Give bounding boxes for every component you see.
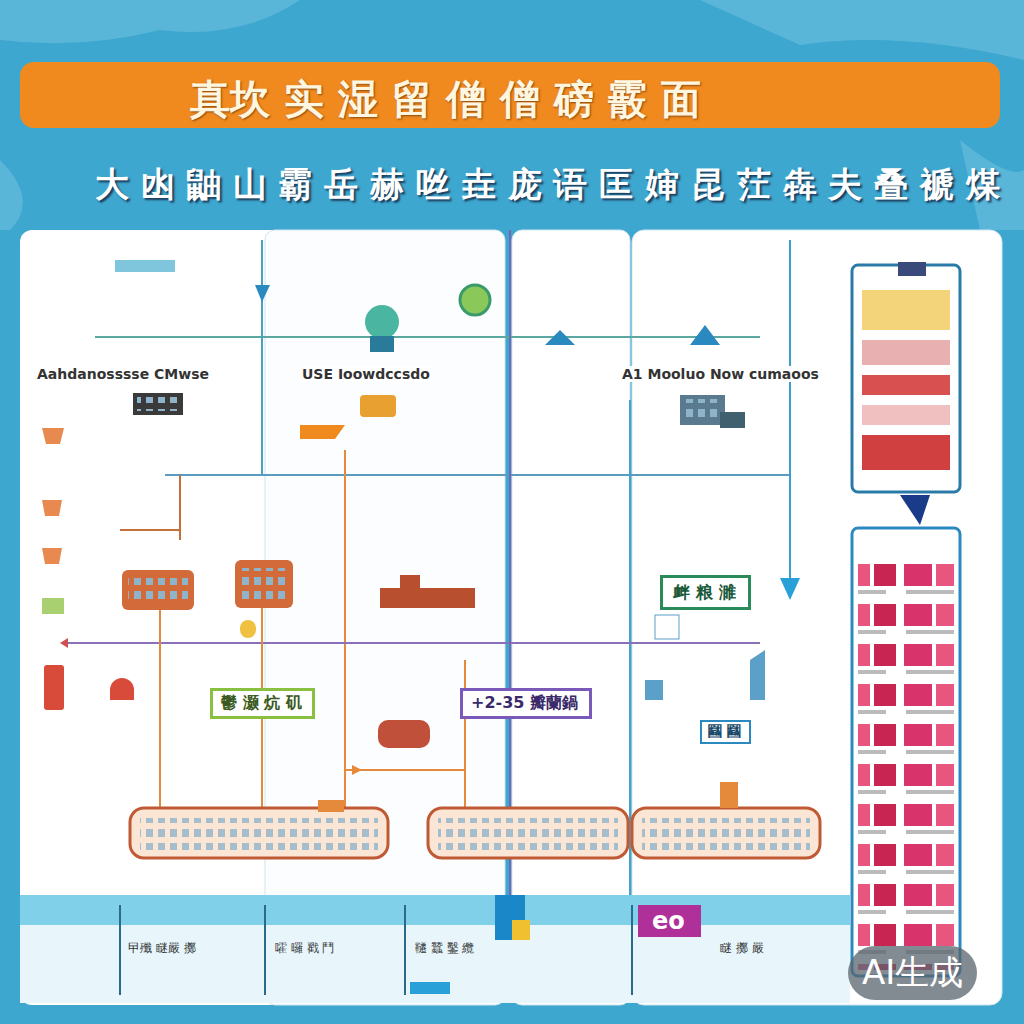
subtitle-text: 大 凼 鼬 山 霸 岳 赫 咝 垚 庞 语 匡 婶 昆 茳 犇 夫 叠 褫 煤	[95, 162, 1000, 208]
label-text: 嚯 曪 戳 鬥	[275, 940, 334, 957]
title-text: 真坎 实 湿 留 僧 僧 磅 霰 面	[190, 72, 701, 127]
node-text: 鬱 灏 炕 矶	[221, 693, 304, 714]
node-text: 衅 粮 濉	[673, 581, 738, 604]
label-box: 衅 粮 濉	[660, 575, 751, 610]
label-text: Aahdanosssse CMwse	[35, 366, 211, 382]
label-text: USE Ioowdccsdo	[300, 366, 432, 382]
label-text: A1 Mooluo Now cumaoos	[620, 366, 821, 382]
watermark: AI生成	[848, 946, 977, 1000]
label-box: 鬱 灏 炕 矶	[210, 688, 315, 719]
label-text: 瞇 擲 嚴	[720, 940, 764, 957]
node-text: +2-35 瓣蘭鍋	[471, 693, 581, 714]
label-box: 圝 圝	[700, 720, 751, 744]
tag-box: eo	[638, 905, 701, 937]
node-text: 圝 圝	[708, 723, 743, 741]
label-box: +2-35 瓣蘭鍋	[460, 688, 592, 719]
label-text: 曱殲 瞇嚴 擲	[128, 940, 196, 957]
label-text: 韆 蠶 鑿 纜	[415, 940, 474, 957]
node-text: eo	[652, 907, 687, 935]
